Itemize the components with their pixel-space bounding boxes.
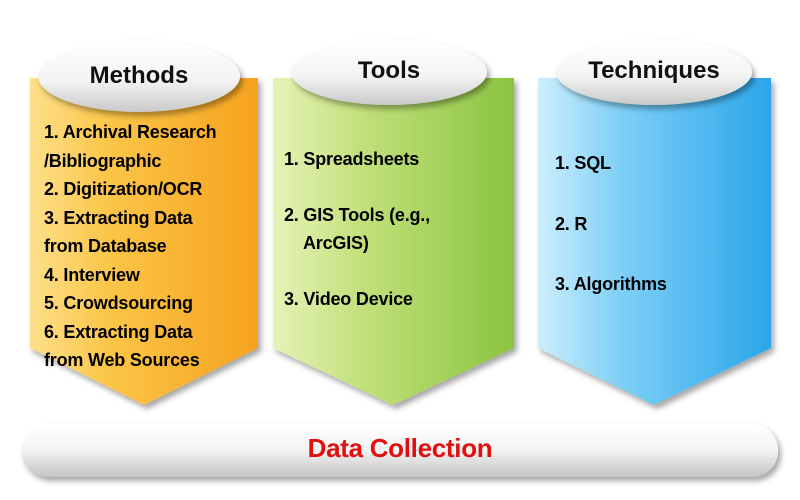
tools-header-oval (291, 39, 487, 105)
tools-item: 2. GIS Tools (e.g., ArcGIS) (284, 201, 430, 258)
techniques-item: 1. SQL (555, 153, 611, 173)
tools-item-line: 2. GIS Tools (e.g., (284, 204, 430, 225)
methods-item-line: 6. Extracting Data (44, 321, 193, 342)
tools-item-line: 3. Video Device (284, 288, 413, 309)
techniques-item: 2. R (555, 213, 588, 234)
techniques-item: 3. Algorithms (555, 274, 667, 294)
methods-item-line: 1. Archival Research (44, 122, 217, 142)
tools-item: 3. Video Device (284, 285, 430, 314)
tools-column-shape (273, 78, 514, 405)
methods-item-line: 5. Crowdsourcing (44, 293, 193, 313)
tools-item-line: ArcGIS) (303, 233, 369, 253)
tools-list: 1. Spreadsheets 2. GIS Tools (e.g., ArcG… (284, 145, 430, 313)
tools-item-line: 1. Spreadsheets (284, 149, 420, 169)
methods-item-line: /Bibliographic (44, 150, 162, 171)
methods-item-line: from Database (44, 236, 167, 256)
techniques-header-oval (556, 39, 752, 105)
tools-item: 1. Spreadsheets (284, 145, 430, 174)
tools-header-label: Tools (357, 57, 421, 84)
techniques-header-label: Techniques (588, 57, 720, 84)
data-collection-label: Data Collection (307, 433, 493, 463)
methods-column-shape (30, 78, 258, 405)
methods-header-label: Methods (89, 62, 189, 89)
methods-header-oval (38, 40, 240, 112)
techniques-list: 1. SQL 2. R 3. Algorithms (555, 149, 667, 331)
data-collection-bar (22, 424, 778, 477)
methods-item-line: 3. Extracting Data (44, 207, 193, 228)
methods-item-line: 4. Interview (44, 264, 140, 285)
methods-item-line: 2. Digitization/OCR (44, 179, 203, 199)
techniques-column-shape (538, 78, 771, 405)
methods-item-line: from Web Sources (44, 350, 200, 370)
methods-list: 1. Archival Research /Bibliographic 2. D… (44, 118, 217, 375)
